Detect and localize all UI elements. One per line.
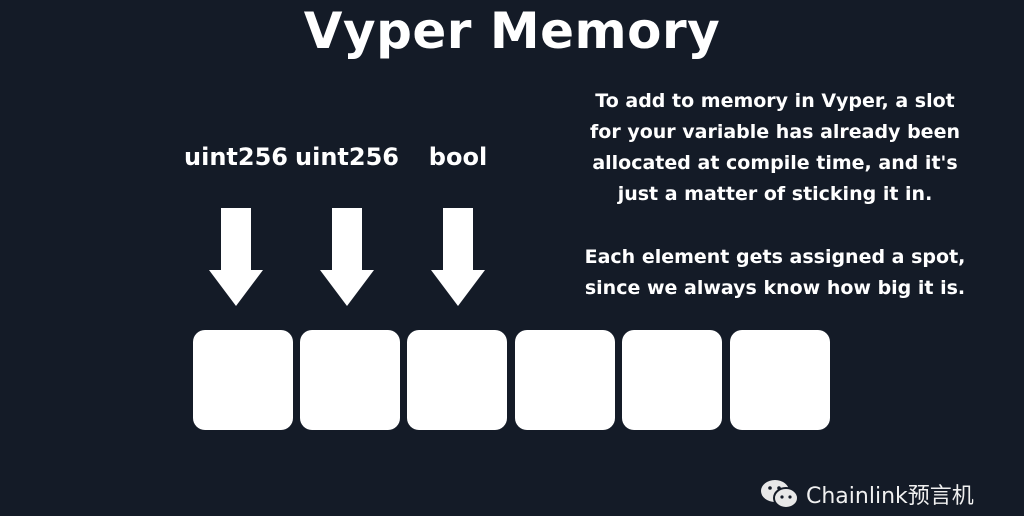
description-line: Each element gets assigned a spot, <box>584 246 966 268</box>
memory-slot-3 <box>407 330 507 430</box>
memory-slot-2 <box>300 330 400 430</box>
description-paragraph-1: To add to memory in Vyper, a slot for yo… <box>555 86 995 210</box>
memory-slot-5 <box>622 330 722 430</box>
page-title: Vyper Memory <box>303 2 721 60</box>
description-line: just a matter of sticking it in. <box>617 183 933 205</box>
memory-slot-6 <box>730 330 830 430</box>
description-line: allocated at compile time, and it's <box>592 152 958 174</box>
down-arrow-icon <box>431 208 485 306</box>
watermark-text: Chainlink预言机 <box>806 484 974 509</box>
down-arrow-icon <box>320 208 374 306</box>
watermark: Chainlink预言机 <box>760 478 974 510</box>
memory-slot-1 <box>193 330 293 430</box>
down-arrow-icon <box>209 208 263 306</box>
description-line: since we always know how big it is. <box>584 277 966 299</box>
label-uint256-1: uint256 <box>184 143 288 171</box>
wechat-icon <box>761 480 799 509</box>
description-paragraph-2: Each element gets assigned a spot, since… <box>555 242 995 304</box>
description-line: To add to memory in Vyper, a slot <box>595 90 955 112</box>
memory-slot-4 <box>515 330 615 430</box>
label-bool: bool <box>428 143 488 171</box>
description-line: for your variable has already been <box>590 121 960 143</box>
label-uint256-2: uint256 <box>295 143 399 171</box>
